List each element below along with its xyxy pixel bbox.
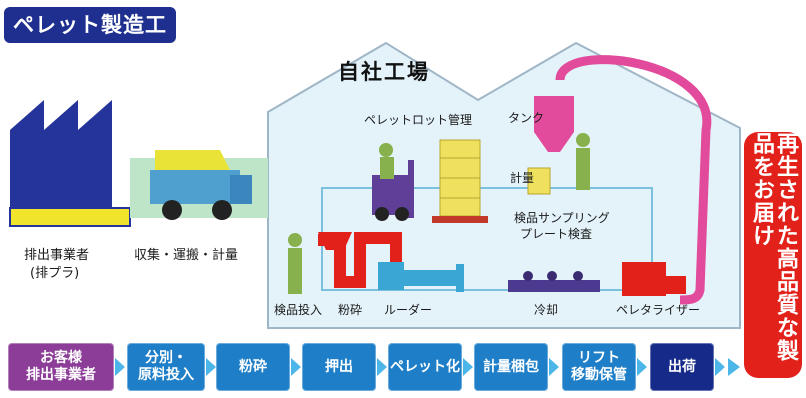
sampling-label: 検品サンプリング — [514, 211, 610, 225]
flow-arrow-icon — [715, 358, 725, 376]
process-step: 粉砕 — [216, 343, 290, 391]
process-step: 押出 — [302, 343, 376, 391]
factory-label: 自社工場 — [338, 60, 430, 84]
truck-icon — [150, 150, 252, 220]
flow-arrow-icon — [115, 358, 125, 376]
cooling-label: 冷却 — [534, 303, 559, 317]
process-step: リフト 移動保管 — [562, 343, 636, 391]
process-step: 出荷 — [650, 343, 714, 391]
process-step: 計量梱包 — [474, 343, 548, 391]
tank-icon — [534, 55, 712, 305]
emitter-sub-label: (排プラ) — [30, 266, 80, 281]
flow-arrow-icon — [206, 358, 216, 376]
flow-arrow-icon — [549, 358, 559, 376]
flow-arrow-icon — [377, 358, 387, 376]
process-step: お客様 排出事業者 — [8, 343, 114, 391]
extruder-icon — [378, 262, 464, 292]
crush-label: 粉砕 — [338, 303, 363, 317]
flow-arrow-icon — [728, 358, 740, 376]
worker-input-icon — [288, 233, 302, 294]
crusher-icon — [318, 232, 402, 288]
deliver-banner: 再生された高品質な製品をお届け — [744, 132, 802, 378]
sampling-sub-label: プレート検査 — [520, 227, 593, 241]
tank-label: タンク — [508, 111, 545, 125]
extruder-label: ルーダー — [384, 303, 433, 317]
flow-arrow-icon — [291, 358, 301, 376]
factory-building — [267, 41, 741, 329]
pelletizer-icon — [622, 262, 686, 296]
flow-arrow-icon — [637, 358, 647, 376]
worker-sampling-icon — [527, 133, 590, 195]
emitter-factory-icon — [9, 100, 131, 227]
emitter-label: 排出事業者 — [24, 248, 90, 263]
pellet-pallet-icon — [432, 139, 488, 223]
transport-label: 収集・運搬・計量 — [134, 248, 239, 263]
pelletizer-label: ペレタライザー — [616, 303, 701, 317]
process-step: ペレット化 — [388, 343, 462, 391]
cooling-icon — [508, 271, 600, 292]
lot-label: ペレットロット管理 — [364, 113, 473, 127]
page-title: ペレット製造工程 — [4, 7, 176, 73]
flow-arrow-icon — [463, 358, 473, 376]
process-step: 分別・ 原料投入 — [127, 343, 205, 391]
forklift-icon — [372, 143, 414, 221]
weigh-label: 計量 — [510, 171, 535, 185]
inspect-input-label: 検品投入 — [274, 303, 323, 317]
